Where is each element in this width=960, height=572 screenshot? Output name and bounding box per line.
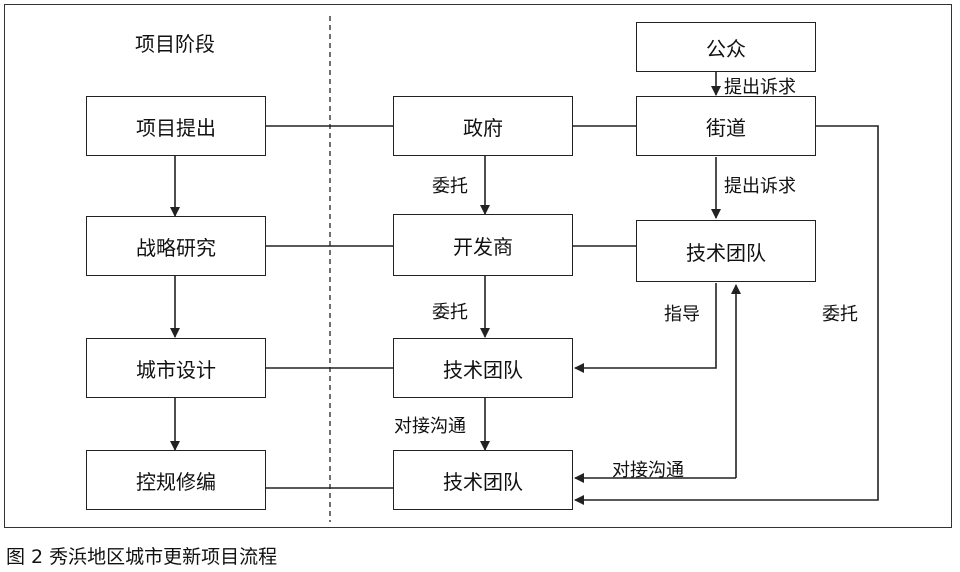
actor-public: 公众 <box>636 22 816 72</box>
stage-proposal: 项目提出 <box>86 96 266 156</box>
actor-government: 政府 <box>393 96 573 156</box>
arrow-guide <box>574 283 717 373</box>
stage-zoning-revision: 控规修编 <box>86 450 266 510</box>
label-liaison-right: 对接沟通 <box>612 460 684 481</box>
label-liaison-left: 对接沟通 <box>394 416 466 437</box>
label-commission-street: 委托 <box>822 304 858 325</box>
stage-heading: 项目阶段 <box>135 32 215 56</box>
actor-developer: 开发商 <box>393 214 573 276</box>
stage-urban-design: 城市设计 <box>86 338 266 398</box>
actor-tech-team-top: 技术团队 <box>636 220 816 282</box>
actor-street: 街道 <box>636 96 816 156</box>
label-guide: 指导 <box>664 304 700 325</box>
label-commission-dev: 委托 <box>432 302 468 323</box>
actor-tech-team-mid: 技术团队 <box>393 338 573 398</box>
stage-strategy-research: 战略研究 <box>86 216 266 276</box>
figure-caption: 图 2 秀浜地区城市更新项目流程 <box>6 546 278 568</box>
label-appeal-top: 提出诉求 <box>724 77 796 98</box>
label-commission-gov: 委托 <box>432 176 468 197</box>
actor-tech-team-bottom: 技术团队 <box>393 450 573 510</box>
arrow-street-commission <box>574 125 879 505</box>
label-appeal-mid: 提出诉求 <box>724 176 796 197</box>
diagram-frame <box>4 4 952 528</box>
